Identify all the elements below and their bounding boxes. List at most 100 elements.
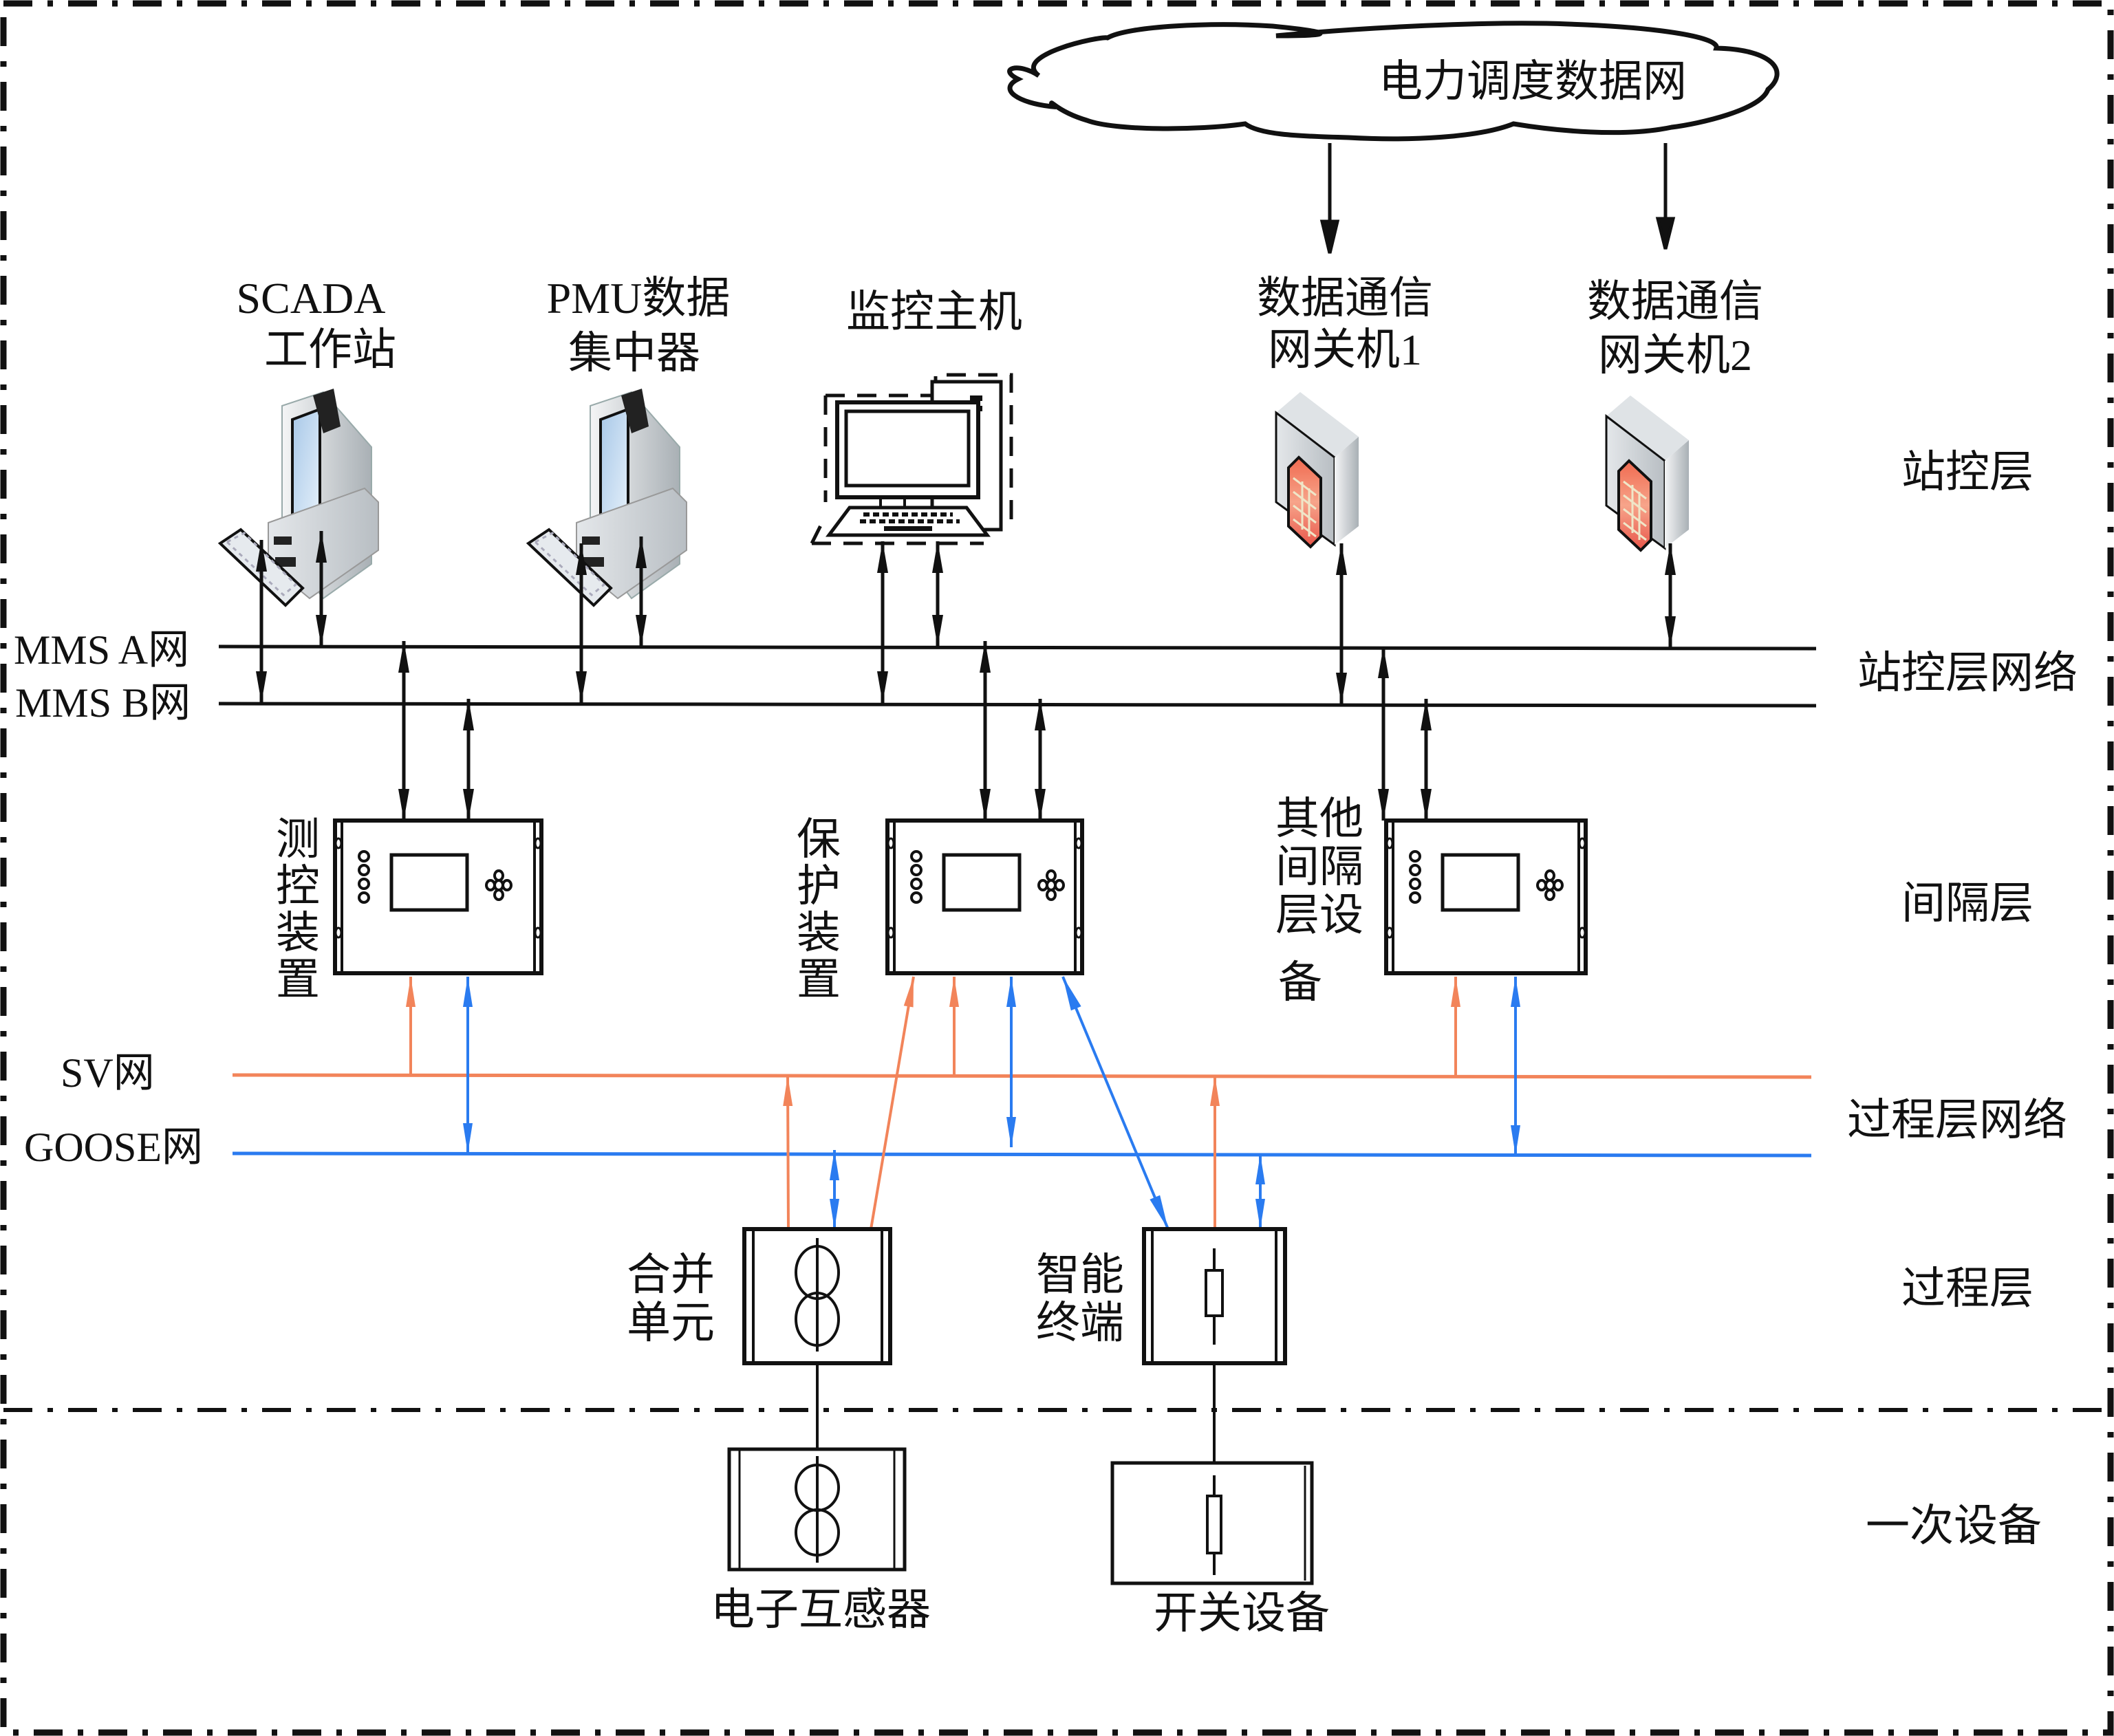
breaker-symbol-icon	[1206, 1475, 1222, 1575]
arrowhead	[1421, 699, 1432, 730]
arrowhead	[1035, 699, 1046, 730]
cloud-icon	[1007, 21, 1780, 142]
smart-terminal: 智能 终端	[1036, 1227, 1287, 1365]
arrowhead	[463, 699, 474, 730]
cloud-label: 电力调度数据网	[1379, 57, 1687, 106]
measure-goose-link	[463, 977, 473, 1153]
gateway1-label-line1: 数据通信	[1257, 274, 1433, 323]
arrowhead	[903, 977, 914, 1008]
gateway2-label-line1: 数据通信	[1587, 277, 1763, 326]
arrowhead	[1511, 1125, 1520, 1155]
arrowhead	[256, 671, 267, 703]
arrowhead	[1210, 1076, 1220, 1106]
smart-terminal-label-line1: 智能	[1036, 1250, 1124, 1299]
transformer-symbol-icon	[795, 1456, 840, 1563]
measure-label-char: 置	[276, 955, 320, 1004]
measure-control-device	[333, 818, 543, 975]
desktop-computer-icon	[810, 373, 1013, 545]
process-links	[406, 976, 1520, 1230]
ied-panel-icon	[1384, 818, 1588, 975]
station-layer-label: 站控层	[1901, 448, 2034, 497]
other-bay-device	[1384, 818, 1588, 975]
merging-unit-label-line1: 合并	[627, 1250, 715, 1299]
bay-layer-label: 间隔层	[1901, 879, 2034, 928]
arrowhead	[1421, 789, 1432, 821]
electronic-transformer-label: 电子互感器	[711, 1585, 931, 1634]
protect-mms-a-link	[980, 641, 991, 821]
primary-equipment-label: 一次设备	[1866, 1501, 2042, 1550]
gateway1-label-line2: 网关机1	[1268, 325, 1422, 374]
arrowhead	[1336, 543, 1347, 575]
scada-mms-b-link	[256, 540, 267, 703]
arrowhead	[1451, 977, 1460, 1007]
goose-label: GOOSE网	[24, 1125, 203, 1170]
gateway2-server	[1605, 395, 1689, 552]
pmu-mms-a-link	[636, 536, 647, 647]
arrowhead	[932, 615, 943, 647]
protect-label-char: 护	[797, 862, 841, 911]
firewall-server-icon	[1605, 395, 1689, 552]
arrowhead	[1150, 1195, 1168, 1229]
arrowhead	[1378, 647, 1389, 678]
pmu-label-line2: 集中器	[568, 329, 700, 378]
arrowhead	[576, 543, 587, 575]
merging-unit-label-line2: 单元	[627, 1299, 715, 1347]
station-device-labels: SCADA 工作站 PMU数据 集中器 监控主机 数据通信 网关机1 数据通信 …	[237, 274, 1763, 380]
transformer-symbol-icon	[795, 1238, 840, 1352]
merging-unit-sv-link	[783, 1075, 793, 1230]
arrowhead	[463, 1123, 473, 1153]
protection-device	[885, 818, 1084, 975]
arrowhead	[1006, 1117, 1016, 1147]
protect-mms-b-link	[1035, 699, 1046, 821]
arrowhead	[1255, 1199, 1265, 1229]
merging-unit-goose-link	[830, 1150, 839, 1229]
arrowhead	[406, 977, 416, 1007]
scada-mms-a-link	[316, 531, 327, 647]
goose-bus	[232, 1151, 1812, 1158]
scada-workstation	[217, 389, 379, 607]
dispatch-data-network-cloud: 电力调度数据网	[1007, 21, 1780, 142]
arrowhead	[1336, 673, 1347, 704]
mms-a-label: MMS A网	[14, 627, 189, 673]
arrowhead	[783, 1076, 793, 1107]
other-bay-label-line: 其他	[1275, 794, 1363, 843]
mms-links	[256, 531, 1676, 821]
cloud-to-gateway-arrows	[1319, 143, 1676, 254]
monitor-mms-b-link	[877, 541, 888, 703]
scada-label-line2: 工作站	[264, 325, 396, 374]
station-network-label: 站控层网络	[1857, 649, 2078, 697]
arrowhead	[949, 977, 959, 1007]
arrowhead	[316, 531, 327, 563]
process-network: SV网 GOOSE网	[24, 1050, 1812, 1170]
electronic-transformer: 电子互感器	[711, 1447, 931, 1634]
arrowhead	[1378, 789, 1389, 821]
arrowhead	[1665, 616, 1676, 648]
gateway2-mms-a-link	[1665, 543, 1676, 648]
ied-panel-icon	[333, 818, 543, 975]
gateway2-label-line2: 网关机2	[1598, 331, 1752, 380]
arrowhead	[463, 789, 474, 821]
arrowhead	[980, 789, 991, 821]
firewall-server-icon	[1275, 392, 1359, 549]
gateway1-mms-b-link	[1336, 543, 1347, 704]
monitor-mms-a-link	[932, 541, 943, 647]
other-bay-label-line: 备	[1278, 958, 1322, 1007]
sv-bus	[232, 1073, 1812, 1079]
mms-b-label: MMS B网	[15, 680, 191, 726]
arrowhead	[1035, 789, 1046, 821]
other-mms-a-link	[1378, 647, 1389, 821]
pmu-mms-b-link	[576, 543, 587, 703]
protect-goose-link	[1006, 977, 1016, 1147]
arrowhead	[636, 536, 647, 568]
merging-unit-protect-direct-sv-link	[870, 976, 915, 1230]
measure-mms-b-link	[463, 699, 474, 821]
monitor-host-computer	[810, 373, 1013, 545]
arrowhead	[316, 615, 327, 647]
measure-label-char: 测	[276, 815, 320, 864]
layer-labels: 站控层 站控层网络 间隔层 过程层网络 过程层 一次设备	[1847, 448, 2078, 1550]
process-network-label: 过程层网络	[1847, 1096, 2067, 1144]
arrowhead	[932, 541, 943, 573]
station-network: MMS A网 MMS B网	[14, 627, 1817, 726]
